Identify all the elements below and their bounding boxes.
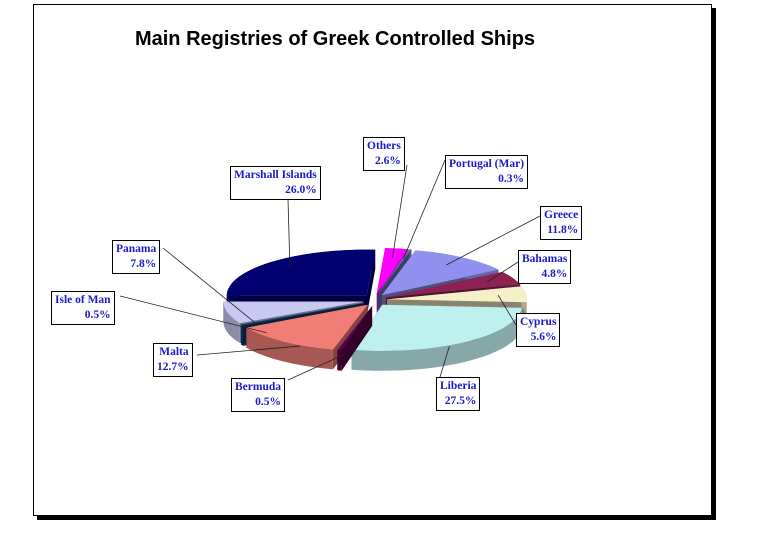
pie-slice-liberia xyxy=(351,304,522,371)
slice-side xyxy=(226,249,376,316)
label-category: Bermuda xyxy=(235,381,281,393)
pie-slice-marshall-islands xyxy=(226,249,376,316)
slice-top xyxy=(376,248,408,295)
slice-rim xyxy=(223,301,240,344)
data-label: Marshall Islands 26.0% xyxy=(230,166,321,200)
data-label: Cyprus 5.6% xyxy=(516,313,561,347)
label-value: 27.5% xyxy=(444,395,477,407)
label-category: Panama xyxy=(116,243,157,255)
label-value: 2.6% xyxy=(374,155,401,167)
leader-line xyxy=(439,346,450,378)
label-category: Isle of Man xyxy=(55,294,111,306)
label-value: 0.5% xyxy=(84,309,111,321)
label-category: Cyprus xyxy=(520,316,557,328)
slice-rim xyxy=(246,327,333,370)
slice-top xyxy=(337,305,373,351)
slice-top xyxy=(381,250,499,296)
label-value: 5.6% xyxy=(530,331,557,343)
data-label: Others 2.6% xyxy=(363,137,405,171)
data-label: Isle of Man 0.5% xyxy=(51,291,115,325)
label-value: 7.8% xyxy=(130,258,157,270)
leader-line xyxy=(196,345,300,356)
leader-line xyxy=(487,261,519,283)
data-label: Malta 12.7% xyxy=(153,343,193,377)
data-label: Panama 7.8% xyxy=(112,240,161,274)
data-label: Bermuda 0.5% xyxy=(231,378,285,412)
leader-line xyxy=(162,247,255,323)
data-label: Liberia 27.5% xyxy=(436,377,481,411)
leader-line xyxy=(119,295,267,334)
label-value: 12.7% xyxy=(157,361,189,373)
label-category: Bahamas xyxy=(522,253,568,265)
data-label: Bahamas 4.8% xyxy=(518,250,572,284)
leader-line xyxy=(287,198,291,269)
slice-top xyxy=(351,304,522,351)
label-value: 11.8% xyxy=(547,224,579,236)
slice-top xyxy=(241,302,365,326)
slice-rim xyxy=(241,324,244,346)
leader-line xyxy=(497,295,517,326)
slice-top xyxy=(246,304,368,350)
label-category: Liberia xyxy=(440,380,477,392)
label-category: Others xyxy=(367,140,401,152)
leader-line xyxy=(446,215,541,266)
slice-top xyxy=(385,271,521,298)
label-category: Malta xyxy=(159,346,189,358)
slice-top xyxy=(386,286,527,303)
chart-title: Main Registries of Greek Controlled Ship… xyxy=(134,28,536,50)
label-category: Greece xyxy=(544,209,579,221)
data-label: Greece 11.8% xyxy=(540,206,583,240)
leader-line xyxy=(403,159,446,259)
label-value: 4.8% xyxy=(541,268,568,280)
slice-top xyxy=(223,301,364,324)
slice-rim xyxy=(337,350,342,371)
slice-side xyxy=(337,305,373,371)
pie-slice-bermuda xyxy=(337,305,373,371)
leader-line xyxy=(287,353,347,381)
slice-top xyxy=(377,249,412,295)
label-value: 26.0% xyxy=(285,184,317,196)
label-category: Portugal (Mar) xyxy=(449,158,525,170)
slice-rim xyxy=(351,307,522,371)
leader-line xyxy=(392,164,408,258)
label-category: Marshall Islands xyxy=(234,169,317,181)
data-label: Portugal (Mar) 0.3% xyxy=(445,155,529,189)
label-value: 0.5% xyxy=(255,396,281,408)
label-value: 0.3% xyxy=(498,173,525,185)
slice-top xyxy=(226,249,376,296)
